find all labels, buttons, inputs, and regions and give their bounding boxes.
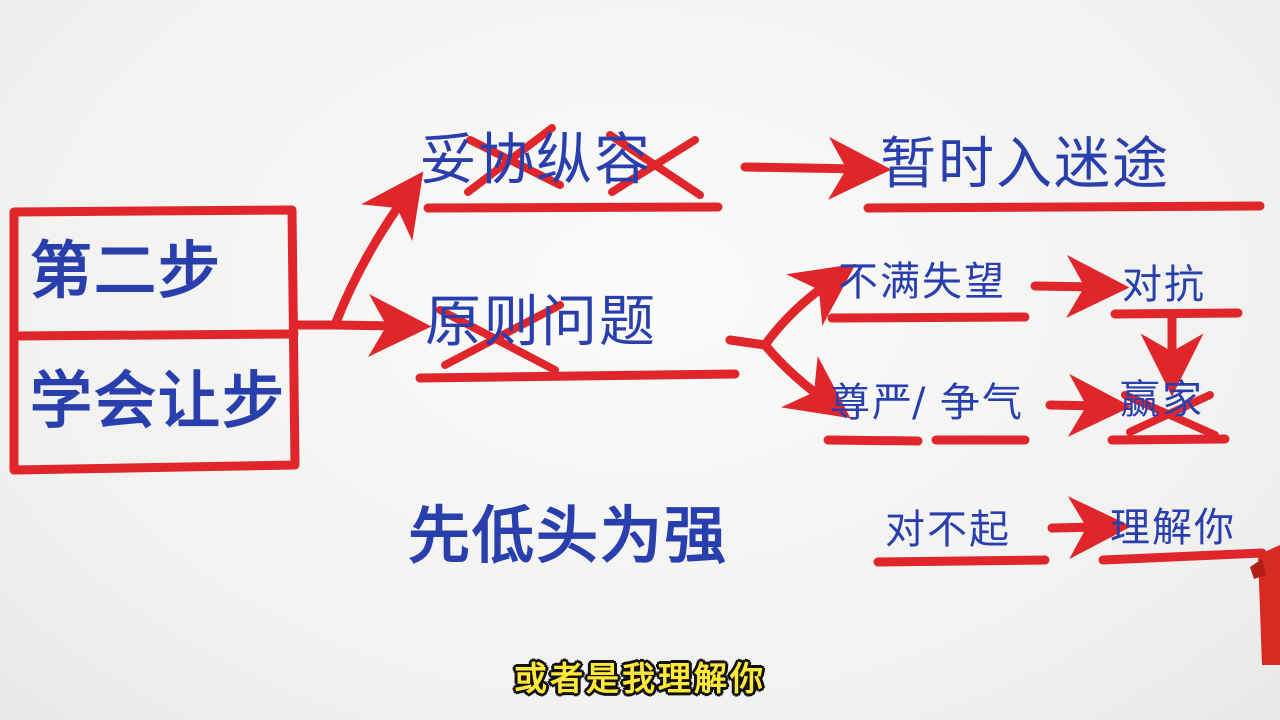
cross-mid xyxy=(436,301,564,374)
root-line-1: 第二步 xyxy=(30,234,223,307)
underline-top-label xyxy=(423,202,723,213)
top-branch-result: 暂时入迷途 xyxy=(880,132,1170,197)
cross-yingjia xyxy=(1121,391,1219,439)
arrow-to-top xyxy=(330,171,424,330)
underline-duikang xyxy=(1110,308,1243,319)
low-branch-label: 先低头为强 xyxy=(408,499,729,572)
arrow-sub-lower xyxy=(1045,373,1132,437)
cross-top-1 xyxy=(464,124,564,196)
arrow-top-to-result xyxy=(740,136,892,200)
underline-top-result xyxy=(863,201,1265,213)
sub-upper-label: 不满失望 xyxy=(838,259,1006,305)
arrow-low xyxy=(1047,496,1132,560)
underline-mid-label xyxy=(415,369,740,383)
arrow-to-mid xyxy=(330,294,432,358)
underline-right xyxy=(1098,548,1267,565)
video-subtitle: 或者是我理解你 xyxy=(514,659,766,698)
underline-yingjia xyxy=(1107,434,1230,445)
red-pen-icon xyxy=(1250,545,1280,665)
underline-zunyan xyxy=(823,435,923,446)
arrow-sub-upper xyxy=(1030,255,1130,318)
low-left: 对不起 xyxy=(885,507,1011,553)
sub-lower-label-a: 尊严 xyxy=(830,380,914,426)
underline-sub-upper xyxy=(827,312,1030,323)
low-right: 理解你 xyxy=(1110,505,1236,551)
arrow-fork-upper xyxy=(760,263,856,350)
mid-branch-label: 原则问题 xyxy=(425,290,657,355)
root-box-divider xyxy=(9,329,299,341)
sub-lower-label-b: 争气 xyxy=(940,380,1024,426)
cross-top-2 xyxy=(606,131,704,199)
arrow-fork-lower xyxy=(760,340,851,419)
root-box-outer xyxy=(9,205,300,475)
root-line-2: 学会让步 xyxy=(30,364,287,437)
sub-lower-separator: / xyxy=(912,380,928,426)
sub-upper-result: 对抗 xyxy=(1122,262,1206,308)
fork-stem xyxy=(725,335,770,350)
sub-lower-result: 赢家 xyxy=(1120,377,1204,423)
underline-left xyxy=(873,555,1050,567)
top-branch-label: 妥协纵容 xyxy=(420,128,652,193)
